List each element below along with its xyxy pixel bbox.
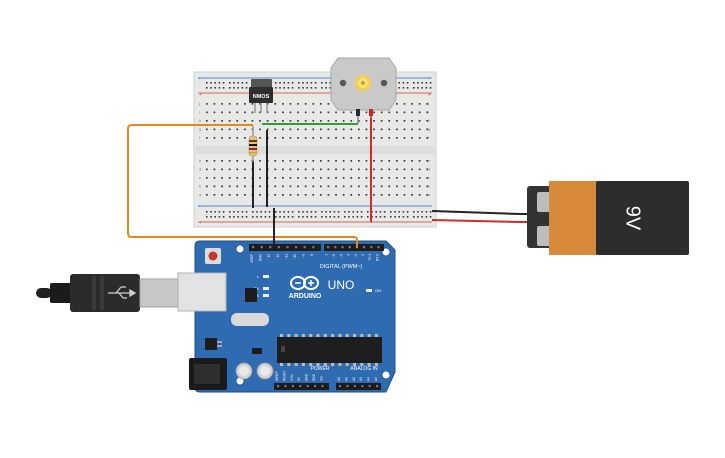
dc-motor[interactable] bbox=[330, 57, 397, 124]
resistor[interactable] bbox=[248, 126, 258, 162]
row-letter: a bbox=[199, 192, 202, 197]
digital-pin-label: 2 bbox=[361, 254, 365, 256]
power-pin-label: IOREF bbox=[275, 371, 279, 381]
digital-pin-label: RX 0 bbox=[375, 254, 379, 261]
digital-pin-label: ~9 bbox=[302, 254, 306, 258]
row-letter: c bbox=[199, 175, 201, 180]
analog-pin-label: A5 bbox=[374, 377, 378, 381]
row-letter: d bbox=[199, 167, 201, 172]
row-letter: i bbox=[428, 110, 429, 115]
row-letter: g bbox=[199, 127, 201, 132]
bottom-header-pins bbox=[277, 385, 379, 388]
led-label-l: L bbox=[257, 274, 260, 279]
digital-pin-label: AREF bbox=[250, 254, 254, 263]
row-letter: e bbox=[428, 158, 431, 163]
digital-label: DIGITAL (PWM~) bbox=[320, 264, 363, 270]
row-letter: a bbox=[428, 192, 431, 197]
power-pin-label: GND bbox=[312, 373, 316, 381]
rail-plus-label-right: + bbox=[428, 92, 431, 98]
bottom-rail-holes bbox=[206, 211, 432, 218]
nmos-label: NMOS bbox=[253, 94, 270, 100]
model-label: UNO bbox=[328, 278, 355, 292]
analog-pin-label: A4 bbox=[367, 377, 371, 381]
digital-pin-label: 4 bbox=[347, 254, 351, 256]
rail-minus-label-bottom: - bbox=[199, 204, 201, 210]
power-header[interactable] bbox=[274, 383, 329, 390]
nmos-transistor[interactable]: NMOS bbox=[249, 79, 273, 113]
led-label-on: ON bbox=[375, 288, 381, 293]
battery-9v[interactable]: 9V bbox=[527, 181, 689, 255]
analog-pin-label: A0 bbox=[337, 377, 341, 381]
power-pin-label: 3.3V bbox=[290, 374, 294, 381]
brand-label: ARDUINO bbox=[289, 293, 322, 300]
power-pin-label: RESET bbox=[282, 370, 286, 381]
usb-icon bbox=[108, 286, 137, 299]
digital-pin-label: 8 bbox=[310, 254, 314, 256]
row-letter: f bbox=[428, 135, 430, 140]
wire-orange-signal[interactable] bbox=[127, 124, 358, 248]
row-letter: g bbox=[428, 127, 430, 132]
digital-pin-label: ~10 bbox=[293, 254, 297, 260]
digital-header-left[interactable] bbox=[249, 244, 321, 251]
reset-button[interactable] bbox=[205, 248, 221, 264]
digital-header-right[interactable] bbox=[324, 244, 384, 251]
analog-header[interactable] bbox=[336, 383, 381, 390]
rail-minus-label-right: - bbox=[428, 76, 430, 82]
digital-pin-label: ~5 bbox=[339, 254, 343, 258]
row-letter: d bbox=[428, 167, 430, 172]
rail-plus-label: + bbox=[199, 92, 202, 98]
rail-minus-label: - bbox=[199, 76, 201, 82]
analog-label: ANALOG IN bbox=[350, 366, 378, 372]
power-pin-label: 5V bbox=[297, 376, 301, 381]
row-letter: h bbox=[199, 118, 201, 123]
row-letter: b bbox=[428, 184, 431, 189]
digital-pin-label: ~3 bbox=[354, 254, 358, 258]
power-pin-label: GND bbox=[305, 373, 309, 381]
digital-pin-label: 12 bbox=[276, 254, 280, 258]
digital-pin-label: TX 1 bbox=[368, 254, 372, 261]
analog-pin-label: A3 bbox=[359, 377, 363, 381]
row-letter: f bbox=[199, 135, 201, 140]
row-letter: h bbox=[428, 118, 430, 123]
row-letter: c bbox=[428, 175, 430, 180]
power-label: POWER bbox=[311, 366, 330, 372]
analog-pin-label: A2 bbox=[352, 377, 356, 381]
arduino-logo bbox=[290, 276, 319, 290]
microcontroller-chip bbox=[277, 334, 382, 366]
battery-label: 9V bbox=[622, 206, 644, 231]
terminal-holes-top bbox=[206, 103, 429, 139]
row-letter: e bbox=[199, 158, 202, 163]
row-letter: b bbox=[199, 184, 202, 189]
power-pin-label: Vin bbox=[319, 376, 323, 381]
digital-pin-label: 7 bbox=[325, 254, 329, 256]
row-letter: j bbox=[198, 101, 200, 106]
row-letter: j bbox=[427, 101, 429, 106]
analog-pin-label: A1 bbox=[344, 377, 348, 381]
digital-pin-label: GND bbox=[259, 253, 263, 261]
row-letter: i bbox=[199, 110, 200, 115]
rail-plus-label-bottom: + bbox=[199, 220, 202, 226]
digital-header-pins bbox=[252, 246, 380, 249]
digital-pin-label: 13 bbox=[267, 254, 271, 258]
digital-pin-label: ~6 bbox=[332, 254, 336, 258]
digital-pin-label: ~11 bbox=[284, 254, 288, 259]
